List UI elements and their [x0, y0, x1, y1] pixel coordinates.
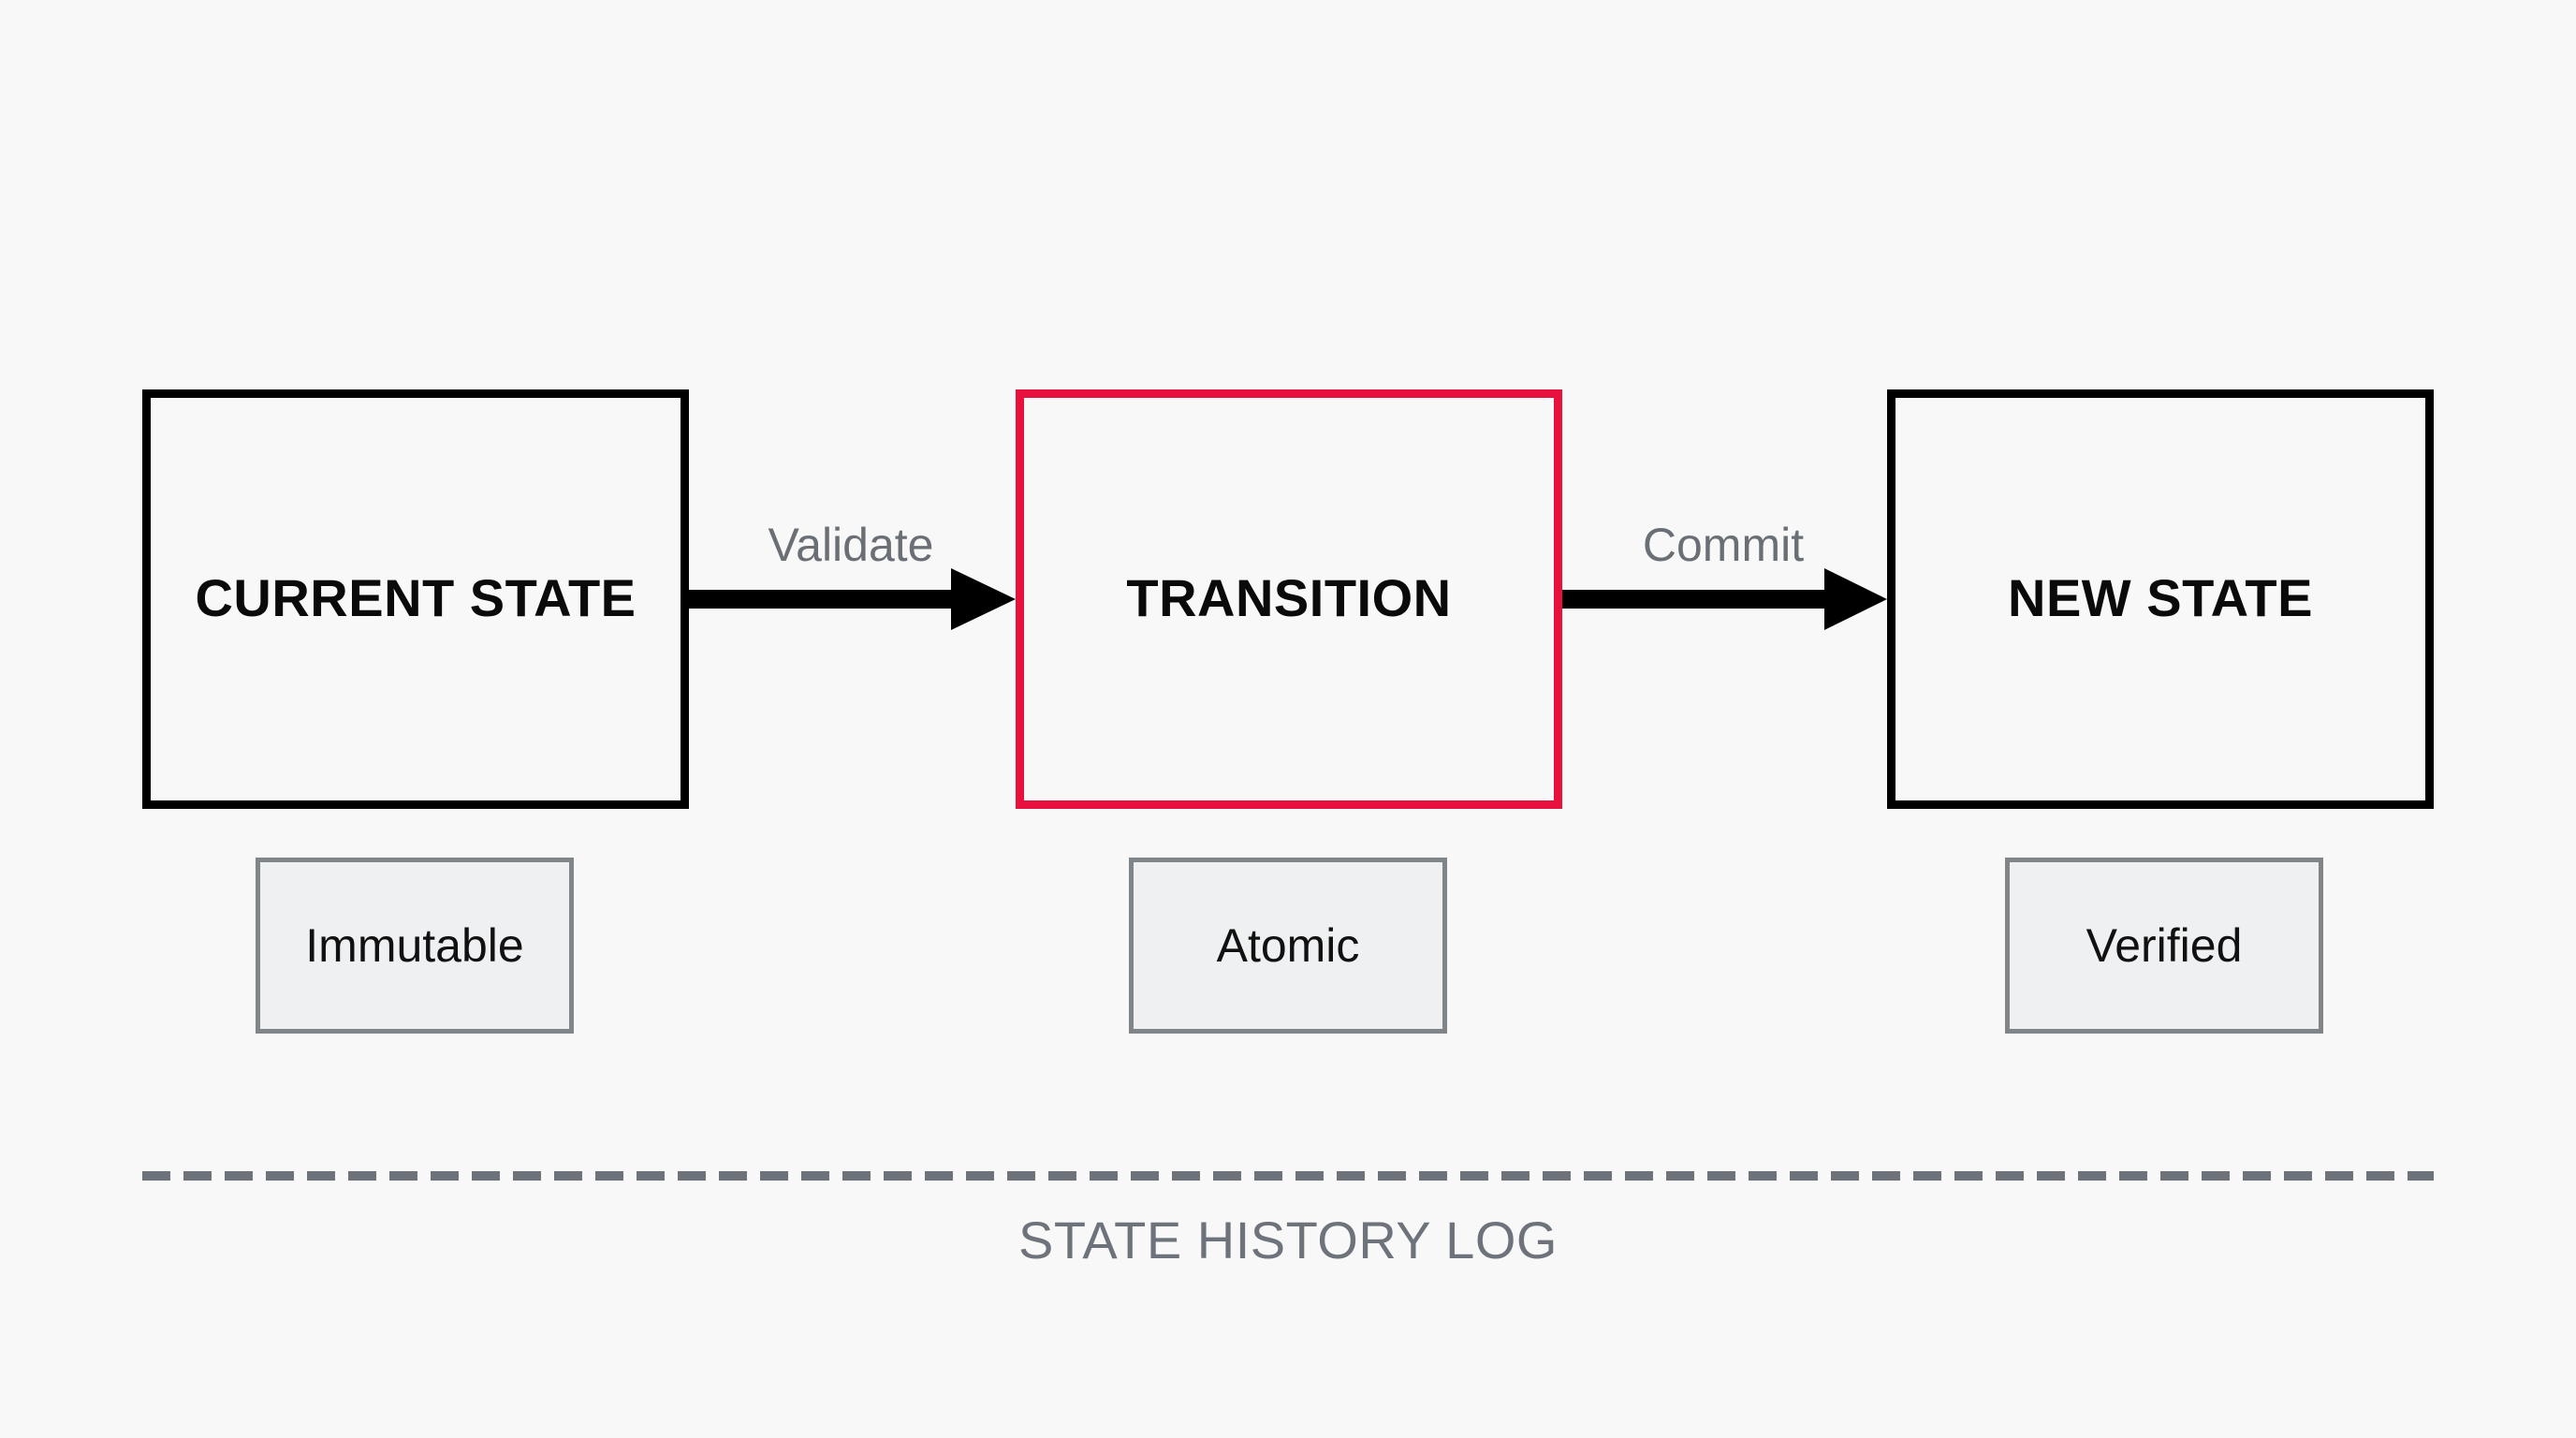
node-transition-title: TRANSITION	[1126, 567, 1452, 627]
arrow-validate-shaft	[689, 590, 953, 609]
arrow-commit-head	[1824, 568, 1887, 630]
arrow-validate-head	[951, 568, 1016, 630]
arrow-validate	[689, 568, 1016, 630]
property-badge-immutable: Immutable	[256, 858, 574, 1034]
property-label-verified: Verified	[2086, 919, 2243, 972]
arrow-commit	[1562, 568, 1887, 630]
property-badge-atomic: Atomic	[1129, 858, 1447, 1034]
node-new-state-title: NEW STATE	[2008, 567, 2313, 627]
node-current-state-title: CURRENT STATE	[195, 567, 637, 627]
arrow-commit-shaft	[1562, 590, 1826, 609]
property-badge-verified: Verified	[2005, 858, 2323, 1034]
state-history-log-label: STATE HISTORY LOG	[1018, 1211, 1558, 1269]
edge-label-validate: Validate	[768, 519, 934, 571]
node-new-state: NEW STATE	[1887, 389, 2434, 809]
node-transition: TRANSITION	[1016, 389, 1562, 809]
property-label-immutable: Immutable	[305, 919, 524, 972]
edge-label-commit: Commit	[1642, 519, 1805, 571]
property-label-atomic: Atomic	[1216, 919, 1360, 972]
node-current-state: CURRENT STATE	[142, 389, 689, 809]
